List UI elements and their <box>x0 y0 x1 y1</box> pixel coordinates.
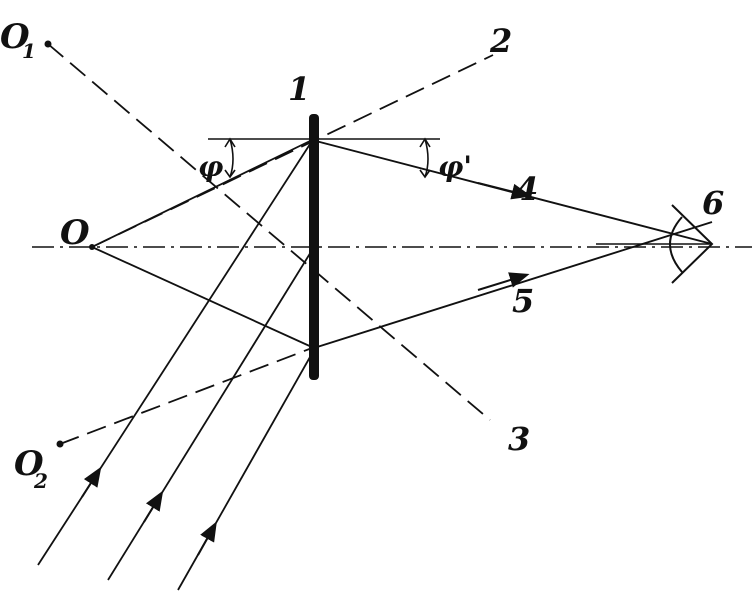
angle-arc-phi <box>229 138 234 178</box>
ray-4-arrow <box>477 182 532 200</box>
incoming-ray-1-arrow <box>81 466 102 498</box>
label-o2-subscript: 2 <box>33 469 48 493</box>
label-o1-subscript: 1 <box>22 39 36 63</box>
incoming-ray-2 <box>107 246 315 581</box>
angle-arrow-phi-prime-bottom <box>419 169 431 179</box>
label-5: 5 <box>512 282 534 320</box>
label-o2: O <box>14 444 44 484</box>
label-o: O <box>60 213 90 253</box>
point-o <box>89 244 95 250</box>
label-4: 4 <box>516 170 538 208</box>
point-o1 <box>44 40 52 48</box>
angle-arrow-phi-bottom <box>224 169 236 179</box>
incoming-ray-1 <box>37 140 313 566</box>
ray-o-to-upper <box>91 139 313 248</box>
point-o2 <box>56 440 64 448</box>
eye-icon <box>671 204 714 284</box>
label-3: 3 <box>508 420 530 458</box>
angle-arrow-phi-top <box>224 137 236 148</box>
label-6: 6 <box>702 184 724 222</box>
plate-1 <box>309 114 319 380</box>
incoming-ray-2-arrow <box>143 490 164 523</box>
dashed-line-o1-to-3 <box>47 43 491 421</box>
label-1: 1 <box>288 70 310 108</box>
dashed-line-o2 <box>59 347 313 445</box>
ray-5-arrow <box>477 272 530 291</box>
angle-arrow-phi-prime-top <box>419 137 431 148</box>
label-o1: O <box>0 17 30 57</box>
label-2: 2 <box>489 22 512 60</box>
angle-arc-phi-prime <box>424 138 429 178</box>
incoming-ray-3-arrow <box>197 521 217 556</box>
ray-o-to-lower <box>91 246 315 349</box>
eye-lens <box>669 216 683 273</box>
label-phi: φ <box>198 150 224 183</box>
label-phi-prime: φ' <box>438 150 472 183</box>
